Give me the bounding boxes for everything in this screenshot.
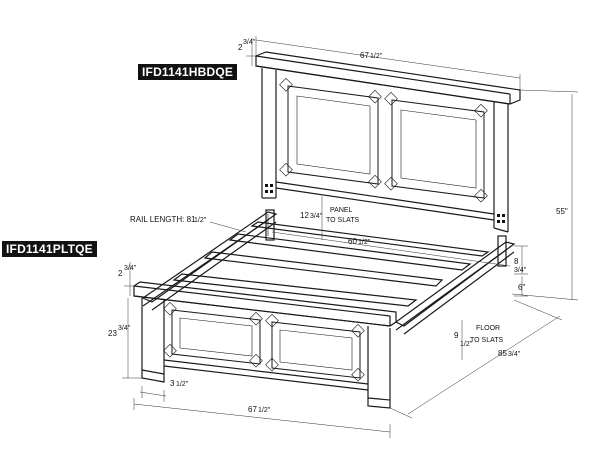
footboard-height-frac: 3/4" xyxy=(118,325,131,332)
bed-rails xyxy=(141,209,516,335)
footboard-code-label: IFD1141PLTQE xyxy=(2,241,97,257)
leg-size-frac: 1/2" xyxy=(176,381,189,388)
footboard-width-dim: 67 xyxy=(248,405,257,414)
dimension-labels: 2 3/4" 67 1/2" 55" RAIL LENGTH: 81 1/2" … xyxy=(108,39,568,414)
headboard xyxy=(255,51,521,233)
inside-width-dim: 60 xyxy=(348,237,357,246)
panel-to-slats-frac: 3/4" xyxy=(310,213,323,220)
overall-length-frac: 3/4" xyxy=(508,351,521,358)
overall-height-dim: 55" xyxy=(556,207,568,216)
footboard-cap-frac: 3/4" xyxy=(124,265,137,272)
headboard-code-label: IFD1141HBDQE xyxy=(138,64,238,80)
headboard-cap-frac: 3/4" xyxy=(243,39,256,46)
rail-length-frac: 1/2" xyxy=(194,217,207,224)
floor-to-slats-label2: TO SLATS xyxy=(470,337,504,344)
footboard-height-dim: 23 xyxy=(108,329,117,338)
panel-to-slats-label1: PANEL xyxy=(330,207,353,214)
footboard-width-frac: 1/2" xyxy=(258,407,271,414)
floor-to-slats-frac: 1/2" xyxy=(460,341,473,348)
headboard-width-frac: 1/2" xyxy=(370,53,383,60)
rail-height-frac: 3/4" xyxy=(514,267,527,274)
leg-size-dim: 3 xyxy=(170,379,175,388)
panel-to-slats-dim: 12 xyxy=(300,211,309,220)
floor-to-slats-dim: 9 xyxy=(454,331,459,340)
footboard-cap-dim: 2 xyxy=(118,269,123,278)
headboard-width-dim: 67 xyxy=(360,51,369,60)
rail-offset-dim: 6" xyxy=(518,283,525,292)
footboard xyxy=(133,281,397,409)
rail-length-dim: RAIL LENGTH: 81 xyxy=(130,215,196,224)
rail-height-dim: 8 xyxy=(514,257,519,266)
panel-to-slats-label2: TO SLATS xyxy=(326,217,360,224)
inside-width-frac: 1/2" xyxy=(358,239,371,246)
floor-to-slats-label1: FLOOR xyxy=(476,325,500,332)
headboard-cap-dim: 2 xyxy=(238,43,243,52)
dimension-lines xyxy=(122,36,579,438)
overall-length-dim: 85 xyxy=(498,349,507,358)
